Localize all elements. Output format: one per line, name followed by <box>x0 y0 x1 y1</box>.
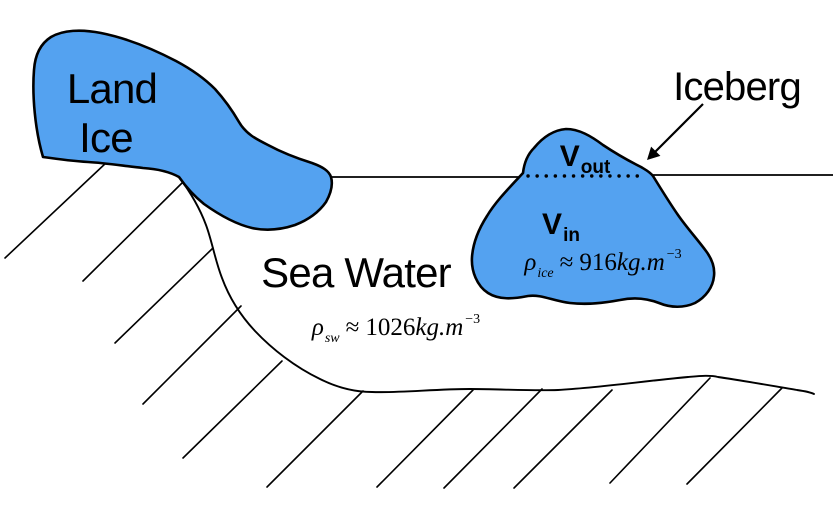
v-in-label: Vin <box>542 208 580 246</box>
land-ice-shape <box>32 29 334 231</box>
v-out-label: Vout <box>560 140 611 178</box>
hatch-line <box>114 247 214 344</box>
rho-sw-formula: ρsw ≈1026kg.m−3 <box>311 312 480 346</box>
land-ice-label-line2: Ice <box>79 114 133 161</box>
rho-sw-value: 1026 <box>365 314 415 341</box>
v-in-subscript: in <box>563 225 580 246</box>
rho-sw-subscript: sw <box>325 331 340 346</box>
iceberg-pointer-arrow <box>647 103 704 160</box>
rho-sw-relation: ≈ <box>346 314 360 341</box>
rho-sw-exponent: −3 <box>465 312 480 327</box>
rho-ice-exponent: −3 <box>667 247 682 262</box>
rho-ice-symbol: ρ <box>523 249 536 276</box>
rho-ice-value: 916 <box>579 249 617 276</box>
iceberg-shape <box>470 127 716 309</box>
hatch-line <box>4 161 108 259</box>
v-out-subscript: out <box>581 157 611 178</box>
seafloor-line <box>178 176 815 395</box>
hatch-line <box>82 182 183 282</box>
rho-sw-unit: kg.m <box>415 314 463 341</box>
hatch-line <box>686 387 783 485</box>
hatch-line <box>182 360 283 459</box>
rho-ice-formula: ρice ≈916kg.m−3 <box>523 247 681 281</box>
hatch-line <box>266 390 364 488</box>
hatch-line <box>443 388 543 489</box>
v-in-symbol: V <box>542 208 562 241</box>
arrow-line <box>653 103 704 154</box>
ground-hatching <box>4 161 783 489</box>
rho-sw-symbol: ρ <box>311 314 324 341</box>
hatch-line <box>513 389 613 489</box>
hatch-line <box>609 377 711 484</box>
rho-ice-subscript: ice <box>537 266 553 281</box>
v-out-symbol: V <box>560 140 580 173</box>
rho-ice-unit: kg.m <box>617 249 665 276</box>
land-ice-label-line1: Land <box>67 65 157 112</box>
iceberg-label: Iceberg <box>673 65 801 109</box>
sea-water-label: Sea Water <box>261 249 451 296</box>
hatch-line <box>376 389 474 488</box>
hatch-line <box>142 305 242 405</box>
arrowhead-icon <box>647 146 661 160</box>
rho-ice-relation: ≈ <box>560 249 574 276</box>
